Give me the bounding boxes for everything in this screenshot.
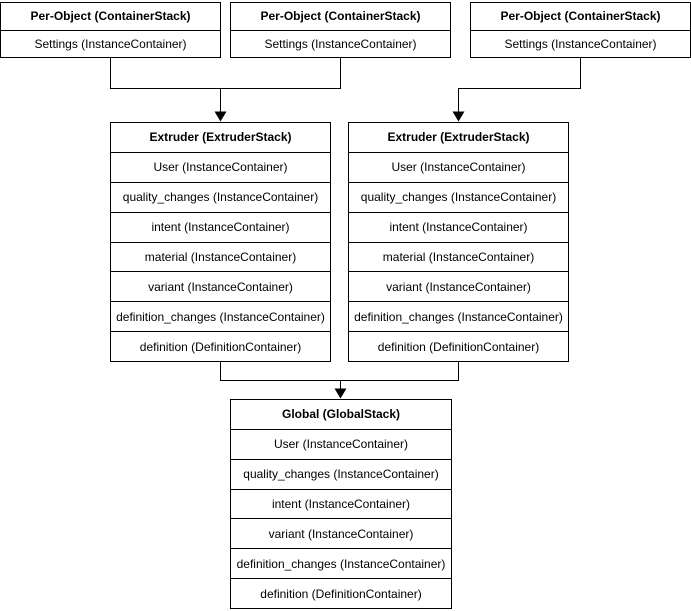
- arrowhead-extruder2: [452, 111, 465, 122]
- per-object-stack-2: Per-Object (ContainerStack) Settings (In…: [230, 2, 451, 58]
- extruder-stack-2-row-quality-changes: quality_changes (InstanceContainer): [349, 181, 568, 212]
- extruder-stack-2-row-intent: intent (InstanceContainer): [349, 211, 568, 242]
- global-stack-row-variant: variant (InstanceContainer): [231, 518, 451, 548]
- connector-perobject12-to-extruder1: [110, 58, 341, 89]
- global-stack-row-definition-changes: definition_changes (InstanceContainer): [231, 548, 451, 578]
- global-stack: Global (GlobalStack) User (InstanceConta…: [230, 399, 452, 609]
- extruder-stack-1-title: Extruder (ExtruderStack): [149, 130, 292, 145]
- connector-perobject3-to-extruder2: [458, 58, 581, 113]
- extruder-stack-2-row-definition-changes: definition_changes (InstanceContainer): [349, 301, 568, 331]
- extruder-stack-2-row-definition: definition (DefinitionContainer): [349, 331, 568, 361]
- extruder-stack-2: Extruder (ExtruderStack) User (InstanceC…: [348, 122, 569, 362]
- extruder-stack-1-row-material: material (InstanceContainer): [111, 241, 330, 272]
- extruder-stack-1-row-definition-changes: definition_changes (InstanceContainer): [111, 301, 330, 331]
- global-stack-title: Global (GlobalStack): [281, 407, 401, 422]
- extruder-stack-2-row-material: material (InstanceContainer): [349, 241, 568, 272]
- extruder-stack-1: Extruder (ExtruderStack) User (InstanceC…: [110, 122, 331, 362]
- per-object-stack-3-row-settings: Settings (InstanceContainer): [471, 29, 690, 58]
- per-object-stack-2-title: Per-Object (ContainerStack): [260, 9, 421, 24]
- per-object-stack-1-row-settings: Settings (InstanceContainer): [1, 29, 220, 58]
- per-object-stack-3-title: Per-Object (ContainerStack): [500, 9, 661, 24]
- arrowhead-global: [334, 388, 347, 399]
- per-object-stack-3: Per-Object (ContainerStack) Settings (In…: [470, 2, 691, 58]
- global-stack-row-definition: definition (DefinitionContainer): [231, 578, 451, 608]
- extruder-stack-2-title: Extruder (ExtruderStack): [387, 130, 530, 145]
- extruder-stack-2-row-variant: variant (InstanceContainer): [349, 271, 568, 301]
- global-stack-row-intent: intent (InstanceContainer): [231, 488, 451, 519]
- extruder-stack-1-row-user: User (InstanceContainer): [111, 151, 330, 182]
- global-stack-row-user: User (InstanceContainer): [231, 428, 451, 459]
- extruder-stack-1-row-definition: definition (DefinitionContainer): [111, 331, 330, 361]
- per-object-stack-1: Per-Object (ContainerStack) Settings (In…: [0, 2, 221, 58]
- per-object-stack-2-row-settings: Settings (InstanceContainer): [231, 29, 450, 58]
- extruder-stack-1-row-quality-changes: quality_changes (InstanceContainer): [111, 181, 330, 212]
- global-stack-row-quality-changes: quality_changes (InstanceContainer): [231, 458, 451, 489]
- connector-extruders-to-global: [220, 362, 459, 381]
- extruder-stack-2-row-user: User (InstanceContainer): [349, 151, 568, 182]
- extruder-stack-1-row-variant: variant (InstanceContainer): [111, 271, 330, 301]
- per-object-stack-1-title: Per-Object (ContainerStack): [30, 9, 191, 24]
- extruder-stack-1-row-intent: intent (InstanceContainer): [111, 211, 330, 242]
- arrowhead-extruder1: [214, 111, 227, 122]
